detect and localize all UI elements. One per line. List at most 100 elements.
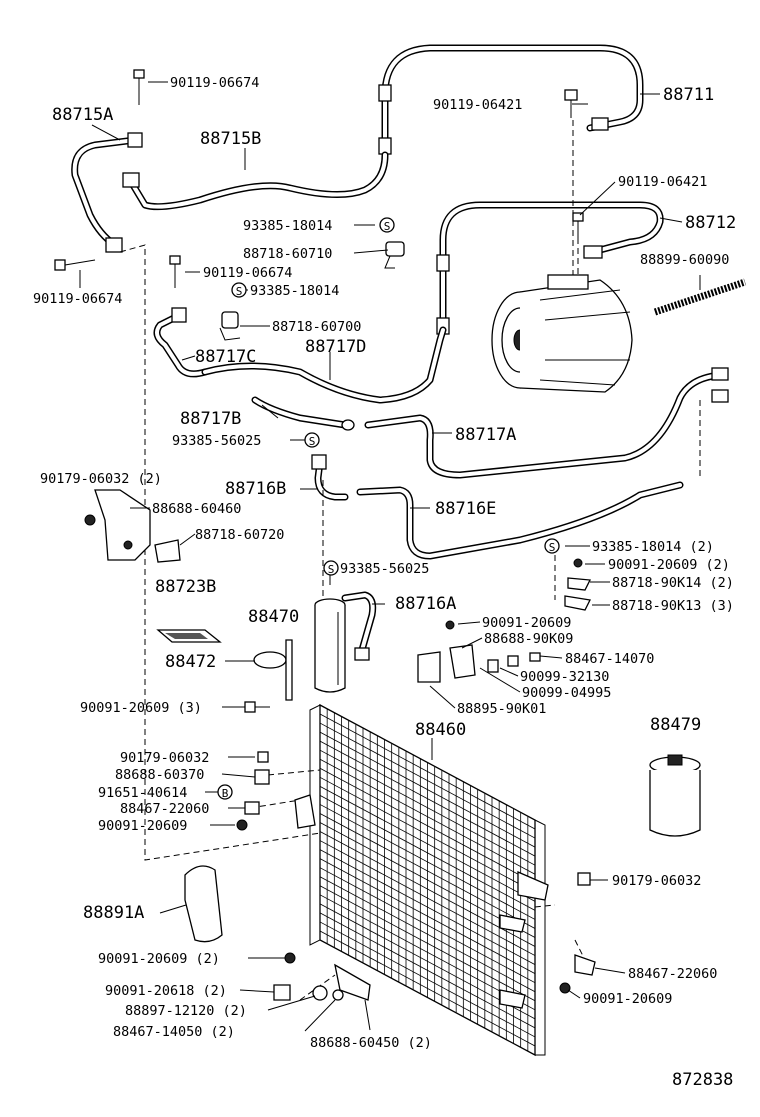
label-90099-04995: 90099-04995	[522, 685, 611, 701]
label-88460: 88460	[415, 720, 466, 740]
label-90091-20609-b: 90091-20609	[98, 818, 187, 834]
bracket-88891A	[184, 865, 223, 943]
pipe-88716A	[341, 591, 377, 661]
label-plate-88723B	[156, 629, 222, 643]
label-88715B: 88715B	[200, 129, 261, 149]
svg-text:S: S	[309, 435, 316, 448]
label-88467-22060-b: 88467-22060	[628, 966, 717, 982]
label-88718-90K14-2: 88718-90K14 (2)	[612, 575, 734, 591]
label-88688-60370: 88688-60370	[115, 767, 204, 783]
pipe-88716B	[311, 454, 349, 501]
label-88470: 88470	[248, 607, 299, 627]
label-90179-06032-2: 90179-06032 (2)	[40, 471, 162, 487]
label-88895-90K01: 88895-90K01	[457, 701, 546, 717]
svg-text:B: B	[222, 787, 229, 800]
clamp-60710	[384, 241, 405, 269]
pipe-88716E	[356, 481, 684, 560]
label-88897-12120-2: 88897-12120 (2)	[125, 1003, 247, 1019]
receiver-drier-88470	[314, 598, 346, 693]
label-90119-06421-a: 90119-06421	[433, 97, 522, 113]
leader-lines	[79, 81, 701, 1032]
belt-88899-60090	[653, 278, 747, 316]
label-88718-60700: 88718-60700	[272, 319, 361, 335]
label-88688-90K09: 88688-90K09	[484, 631, 573, 647]
label-88717A: 88717A	[455, 425, 516, 445]
bolt-left	[54, 259, 96, 271]
label-93385-56025-a: 93385-56025	[172, 433, 261, 449]
washer-icon	[304, 432, 320, 448]
label-88467-22060-a: 88467-22060	[120, 801, 209, 817]
label-88467-14070: 88467-14070	[565, 651, 654, 667]
label-90119-06674-top: 90119-06674	[170, 75, 259, 91]
label-90179-06032-b: 90179-06032	[612, 873, 701, 889]
label-88467-14050-2: 88467-14050 (2)	[113, 1024, 235, 1040]
label-90091-20609-2a: 90091-20609 (2)	[608, 557, 730, 573]
pipe-88717B	[251, 396, 355, 431]
washer-icon	[379, 217, 395, 233]
label-88716E: 88716E	[435, 499, 496, 519]
clamps-90K14-90K13	[564, 558, 592, 611]
label-90091-20609-s: 90091-20609	[482, 615, 571, 631]
bolt-06421-b	[572, 212, 584, 240]
label-90091-20609-3: 90091-20609 (3)	[80, 700, 202, 716]
refrigerant-can-88479	[649, 754, 701, 837]
label-88715A: 88715A	[52, 105, 113, 125]
svg-text:S: S	[549, 541, 556, 554]
label-88899-60090: 88899-60090	[640, 252, 729, 268]
label-90091-20618-2: 90091-20618 (2)	[105, 983, 227, 999]
svg-text:S: S	[236, 285, 243, 298]
washer-icon	[323, 560, 339, 576]
figure-number: 872838	[672, 1070, 733, 1090]
label-88717D: 88717D	[305, 337, 366, 357]
label-88723B: 88723B	[155, 577, 216, 597]
label-88718-60720: 88718-60720	[195, 527, 284, 543]
small-parts-90K09	[417, 620, 541, 683]
compressor	[491, 274, 633, 393]
part-labels: 90119-06674 88715A 88715B 90119-06421 88…	[33, 75, 736, 1090]
label-91651-40614: 91651-40614	[98, 785, 187, 801]
label-88711: 88711	[663, 85, 714, 105]
pipe-88715A	[71, 132, 143, 253]
washer-markers: S S S S S B	[217, 217, 560, 800]
label-90119-06674-left: 90119-06674	[33, 291, 122, 307]
label-88712: 88712	[685, 213, 736, 233]
label-88472: 88472	[165, 652, 216, 672]
label-88716B: 88716B	[225, 479, 286, 499]
bolt-marker-icon	[217, 784, 233, 800]
label-88717B: 88717B	[180, 409, 241, 429]
bracket-88472	[253, 639, 293, 701]
bolt-top	[133, 69, 145, 105]
washer-icon	[231, 282, 247, 298]
label-90099-32130: 90099-32130	[520, 669, 609, 685]
label-90091-20609-c: 90091-20609	[583, 991, 672, 1007]
svg-text:S: S	[328, 563, 335, 576]
pipe-88717CD	[153, 307, 447, 404]
label-88479: 88479	[650, 715, 701, 735]
pipe-88715B	[122, 151, 389, 211]
label-90091-20609-2b: 90091-20609 (2)	[98, 951, 220, 967]
bolt-mid	[169, 255, 181, 288]
label-88718-60710: 88718-60710	[243, 246, 332, 262]
label-88717C: 88717C	[195, 347, 256, 367]
bolt-20609-3	[244, 701, 270, 713]
washer-icon	[544, 538, 560, 554]
label-93385-18014-2: 93385-18014 (2)	[592, 539, 714, 555]
label-93385-56025-b: 93385-56025	[340, 561, 429, 577]
pipe-88717A	[364, 367, 729, 479]
label-90179-06032-a: 90179-06032	[120, 750, 209, 766]
label-88891A: 88891A	[83, 903, 144, 923]
svg-text:S: S	[384, 220, 391, 233]
label-90119-06674-mid: 90119-06674	[203, 265, 292, 281]
label-93385-18014-b: 93385-18014	[250, 283, 339, 299]
condenser-88460	[309, 703, 546, 1057]
label-88718-90K13-3: 88718-90K13 (3)	[612, 598, 734, 614]
label-88688-60450-2: 88688-60450 (2)	[310, 1035, 432, 1051]
label-88716A: 88716A	[395, 594, 456, 614]
label-90119-06421-b: 90119-06421	[618, 174, 707, 190]
bolt-06421-a	[564, 89, 578, 118]
hose-88711	[378, 44, 644, 155]
clamp-60700	[219, 311, 241, 341]
label-88688-60460: 88688-60460	[152, 501, 241, 517]
